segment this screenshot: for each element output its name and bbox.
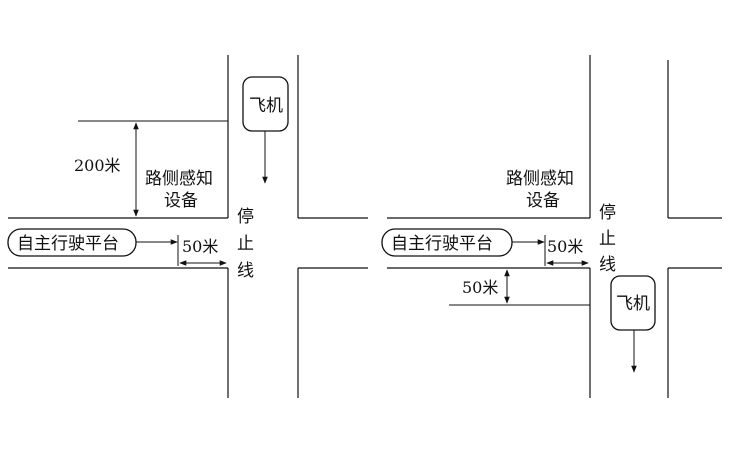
left-vehicle-label: 自主行驶平台 [17, 234, 119, 254]
right-sensor-label-1: 路侧感知 [506, 169, 574, 189]
left-stop-char-3: 线 [237, 261, 254, 281]
right-plane-box [610, 275, 656, 331]
left-scenario: 200米 路侧感知 设备 停 止 线 飞机 自主行驶平台 50米 [7, 55, 368, 398]
right-stop-char-2: 止 [599, 229, 616, 249]
left-sensor-label-1: 路侧感知 [145, 169, 213, 189]
right-plane-label: 飞机 [616, 294, 650, 314]
right-50m-stopline-marker: 50米 [544, 235, 589, 266]
left-stop-char-1: 停 [237, 207, 254, 227]
left-stop-line-label: 停 止 线 [237, 207, 254, 281]
right-plane: 飞机 [610, 275, 656, 373]
right-stop-char-3: 线 [599, 255, 616, 275]
left-sensor-label-2: 设备 [164, 191, 198, 211]
left-roads [8, 55, 368, 398]
right-50m-lower-label: 50米 [462, 278, 498, 297]
left-200m-label: 200米 [74, 156, 121, 175]
left-stop-char-2: 止 [237, 234, 254, 254]
left-plane: 飞机 [242, 76, 289, 184]
left-vehicle: 自主行驶平台 [7, 228, 178, 257]
right-stop-char-1: 停 [599, 203, 616, 223]
right-stop-line-label: 停 止 线 [599, 203, 616, 275]
right-50m-label: 50米 [547, 237, 583, 256]
right-roads [387, 55, 722, 398]
right-vehicle-label: 自主行驶平台 [391, 234, 493, 254]
right-50m-lower-marker: 50米 [449, 269, 590, 306]
left-plane-label: 飞机 [249, 96, 283, 116]
left-50m-marker: 50米 [177, 235, 227, 266]
right-sensor-label-2: 设备 [526, 191, 560, 211]
right-scenario: 路侧感知 设备 停 止 线 自主行驶平台 50米 50米 飞 [381, 55, 722, 398]
left-50m-label: 50米 [182, 237, 218, 256]
left-200m-marker: 200米 [74, 120, 228, 217]
right-vehicle: 自主行驶平台 [381, 228, 545, 257]
